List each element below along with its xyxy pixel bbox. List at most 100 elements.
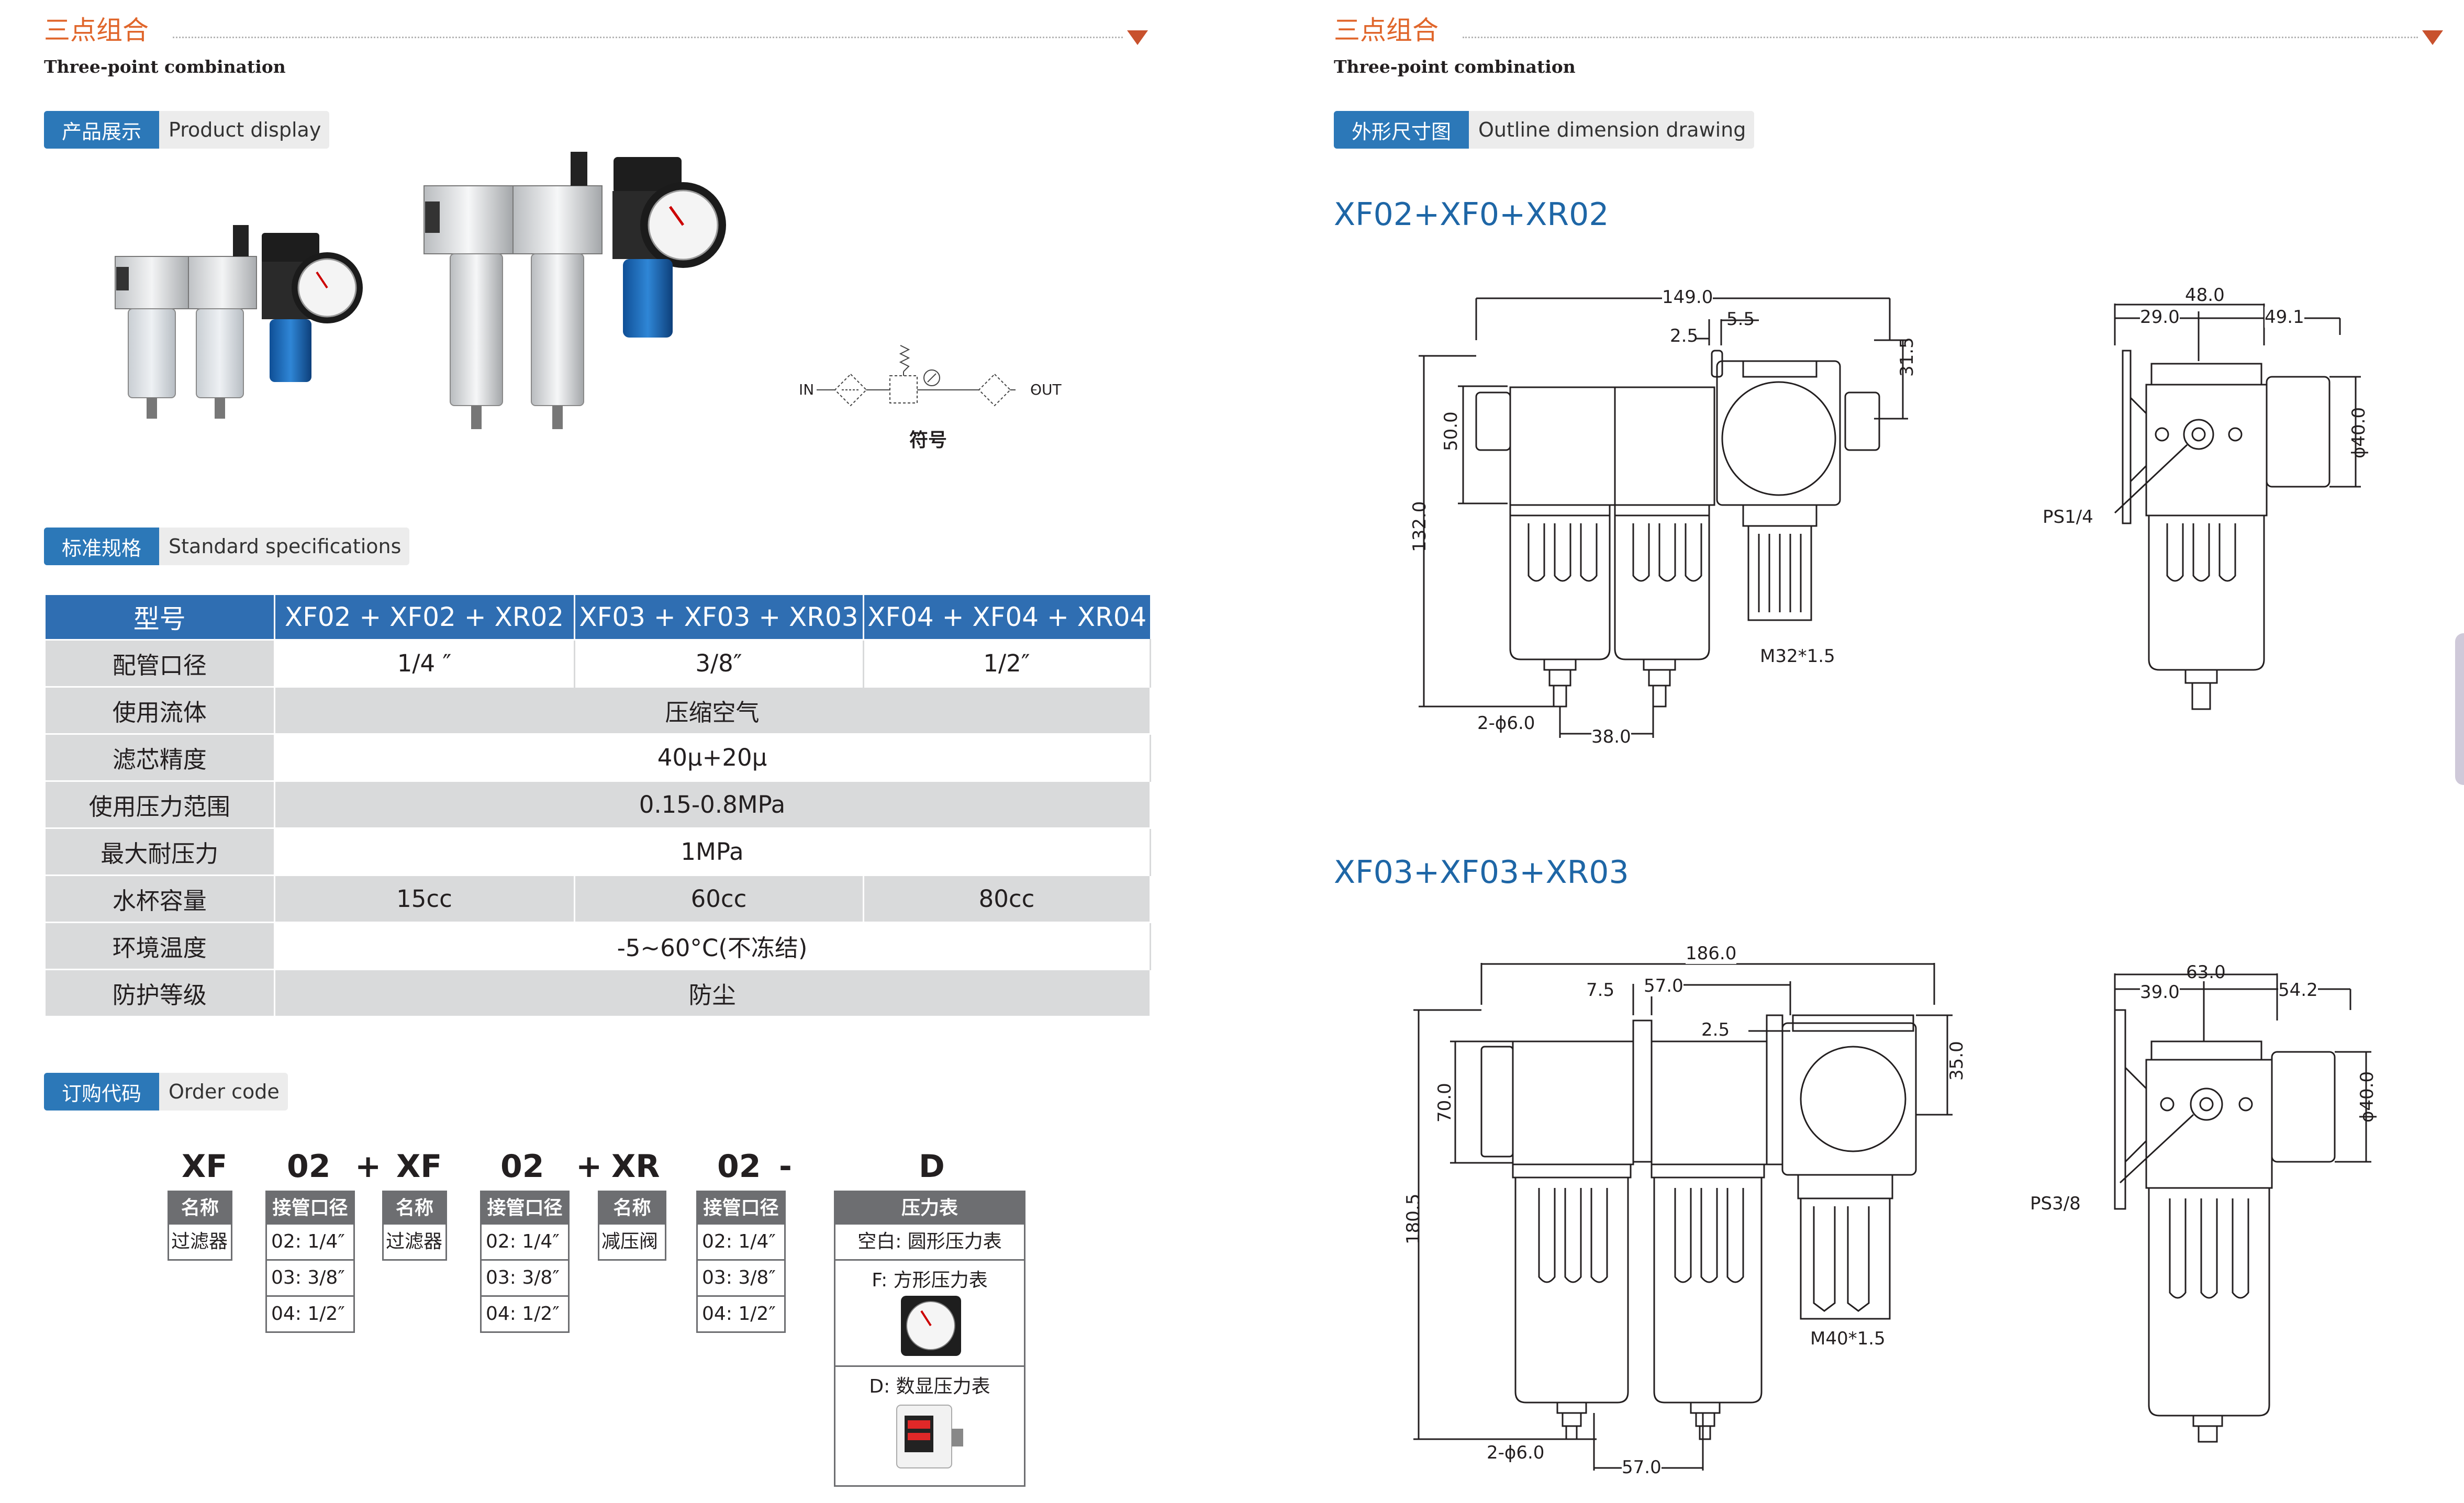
dim-d1: 5.5 [1726, 309, 1755, 330]
side2-dim-gauge: ϕ40.0 [2357, 1071, 2378, 1123]
name-box-filter-1: 名称 过滤器 [168, 1191, 232, 1261]
spec-label: 滤芯精度 [46, 733, 275, 781]
dim-h2: 50.0 [1441, 411, 1462, 451]
left-title-divider [173, 37, 1123, 38]
side2-dim-width: 63.0 [2186, 962, 2226, 983]
dim-h: 132.0 [1409, 501, 1430, 552]
name-box-header: 名称 [169, 1192, 231, 1225]
drawing2-title: XF03+XF03+XR03 [1334, 854, 1629, 891]
name-box-reducer: 名称 减压阀 [598, 1191, 666, 1261]
port-option: 04: 1/2″ [267, 1295, 353, 1331]
product-display-cn: 产品展示 [44, 111, 160, 149]
code-part-port: 02 [500, 1148, 544, 1185]
right-section-title: 三点组合 [1334, 15, 1439, 46]
dim2-h2: 70.0 [1434, 1083, 1455, 1123]
port-box-1: 接管口径 02: 1/4″ 03: 3/8″ 04: 1/2″ [265, 1191, 355, 1333]
spec-cell: 15cc [274, 874, 575, 923]
port-option: 02: 1/4″ [486, 1231, 560, 1252]
code-part-xf: XF [396, 1148, 442, 1185]
dim2-thread: M40*1.5 [1810, 1328, 1886, 1349]
digital-gauge-icon [896, 1405, 963, 1468]
port-option: 04: 1/2″ [698, 1295, 784, 1331]
table-row: 使用压力范围 0.15-0.8MPa [46, 780, 1151, 828]
product-image-large [423, 152, 726, 429]
dim2-d2: 57.0 [1644, 975, 1683, 996]
spec-cell: 40μ+20μ [274, 733, 1151, 781]
gauge-box: 压力表 空白: 圆形压力表 F: 方形压力表 D: 数显压力表 [834, 1191, 1025, 1487]
port-option: 03: 3/8″ [267, 1259, 353, 1295]
dim2-h: 180.5 [1403, 1193, 1424, 1244]
spec-header-xf04: XF04 + XF04 + XR04 [863, 595, 1150, 640]
standard-spec-tag: 标准规格 Standard specifications [44, 528, 410, 565]
side-dim-a: 29.0 [2140, 307, 2180, 328]
spec-label: 最大耐压力 [46, 827, 275, 876]
spec-label: 配管口径 [46, 639, 275, 687]
spec-cell: -5~60°C(不冻结) [274, 922, 1151, 970]
port-box-header: 接管口径 [482, 1192, 568, 1225]
gauge-option-d-label: D: 数显压力表 [869, 1376, 990, 1397]
code-part-plus: + [576, 1148, 603, 1185]
order-code-tag: 订购代码 Order code [44, 1073, 288, 1111]
product-display-tag: 产品展示 Product display [44, 111, 330, 149]
spec-cell: 0.15-0.8MPa [274, 780, 1151, 828]
dim-d2: 2.5 [1670, 326, 1699, 346]
side2-dim-b: 54.2 [2278, 980, 2318, 1001]
name-box-filter-2: 名称 过滤器 [382, 1191, 447, 1261]
port-box-header: 接管口径 [698, 1192, 784, 1225]
code-part-gauge: D [919, 1148, 945, 1185]
port-box-header: 接管口径 [267, 1192, 353, 1225]
spec-header-row: 型号 XF02 + XF02 + XR02 XF03 + XF03 + XR03… [46, 595, 1150, 640]
drawing1-title: XF02+XF0+XR02 [1334, 196, 1609, 233]
spec-label: 水杯容量 [46, 874, 275, 923]
spec-cell: 60cc [574, 874, 864, 923]
code-part-port: 02 [717, 1148, 761, 1185]
side-dim-gauge: ϕ40.0 [2348, 407, 2369, 458]
spec-label: 使用压力范围 [46, 780, 275, 828]
page-edge-tab [2455, 633, 2464, 785]
outline-drawing-en: Outline dimension drawing [1469, 111, 1755, 149]
drawing2-front-view [1413, 963, 1953, 1471]
spec-header-xf02: XF02 + XF02 + XR02 [274, 595, 575, 640]
gauge-option-f-label: F: 方形压力表 [872, 1270, 988, 1291]
spec-cell: 1/4 ″ [274, 639, 575, 687]
port-option: 02: 1/4″ [702, 1231, 776, 1252]
table-row: 环境温度 -5~60°C(不冻结) [46, 922, 1151, 970]
side-dim-b: 49.1 [2265, 307, 2304, 328]
right-section-subtitle: Three-point combination [1334, 57, 1576, 77]
dim-width: 149.0 [1662, 287, 1713, 308]
gauge-box-header: 压力表 [835, 1192, 1024, 1225]
side-dim-width: 48.0 [2185, 285, 2225, 306]
outline-drawing-cn: 外形尺寸图 [1334, 111, 1469, 149]
port-option: 03: 3/8″ [698, 1259, 784, 1295]
port-option: 03: 3/8″ [482, 1259, 568, 1295]
name-box-value: 过滤器 [171, 1231, 228, 1252]
side-dim-port: PS1/4 [2043, 507, 2093, 528]
dim-pitch: 38.0 [1591, 726, 1631, 747]
name-box-header: 名称 [599, 1192, 665, 1225]
gauge-option-blank: 空白: 圆形压力表 [857, 1231, 1002, 1252]
code-part-xr: XR [611, 1148, 660, 1185]
standard-spec-cn: 标准规格 [44, 528, 160, 565]
code-part-dash: - [779, 1148, 792, 1185]
spec-cell: 1MPa [274, 827, 1151, 876]
dim2-d1: 7.5 [1586, 980, 1615, 1001]
dim2-d3: 2.5 [1701, 1019, 1730, 1040]
standard-spec-en: Standard specifications [159, 528, 410, 565]
spec-label: 环境温度 [46, 922, 275, 970]
square-gauge-icon [901, 1296, 961, 1356]
drawing1-front-view [1419, 297, 1908, 738]
dim2-width: 186.0 [1686, 943, 1737, 964]
table-row: 防护等级 防尘 [46, 969, 1151, 1016]
left-collapse-icon[interactable] [1127, 30, 1148, 45]
symbol-out-label: OUT [1030, 381, 1062, 398]
pneumatic-symbol [817, 345, 1036, 407]
spec-cell: 压缩空气 [274, 686, 1151, 734]
left-section-subtitle: Three-point combination [44, 57, 286, 77]
outline-drawing-tag: 外形尺寸图 Outline dimension drawing [1334, 111, 1755, 149]
order-code-en: Order code [159, 1073, 288, 1111]
port-box-2: 接管口径 02: 1/4″ 03: 3/8″ 04: 1/2″ [480, 1191, 570, 1333]
spec-cell: 80cc [863, 874, 1151, 923]
spec-cell: 防尘 [274, 969, 1151, 1016]
table-row: 配管口径 1/4 ″ 3/8″ 1/2″ [46, 639, 1151, 687]
right-collapse-icon[interactable] [2422, 30, 2443, 45]
